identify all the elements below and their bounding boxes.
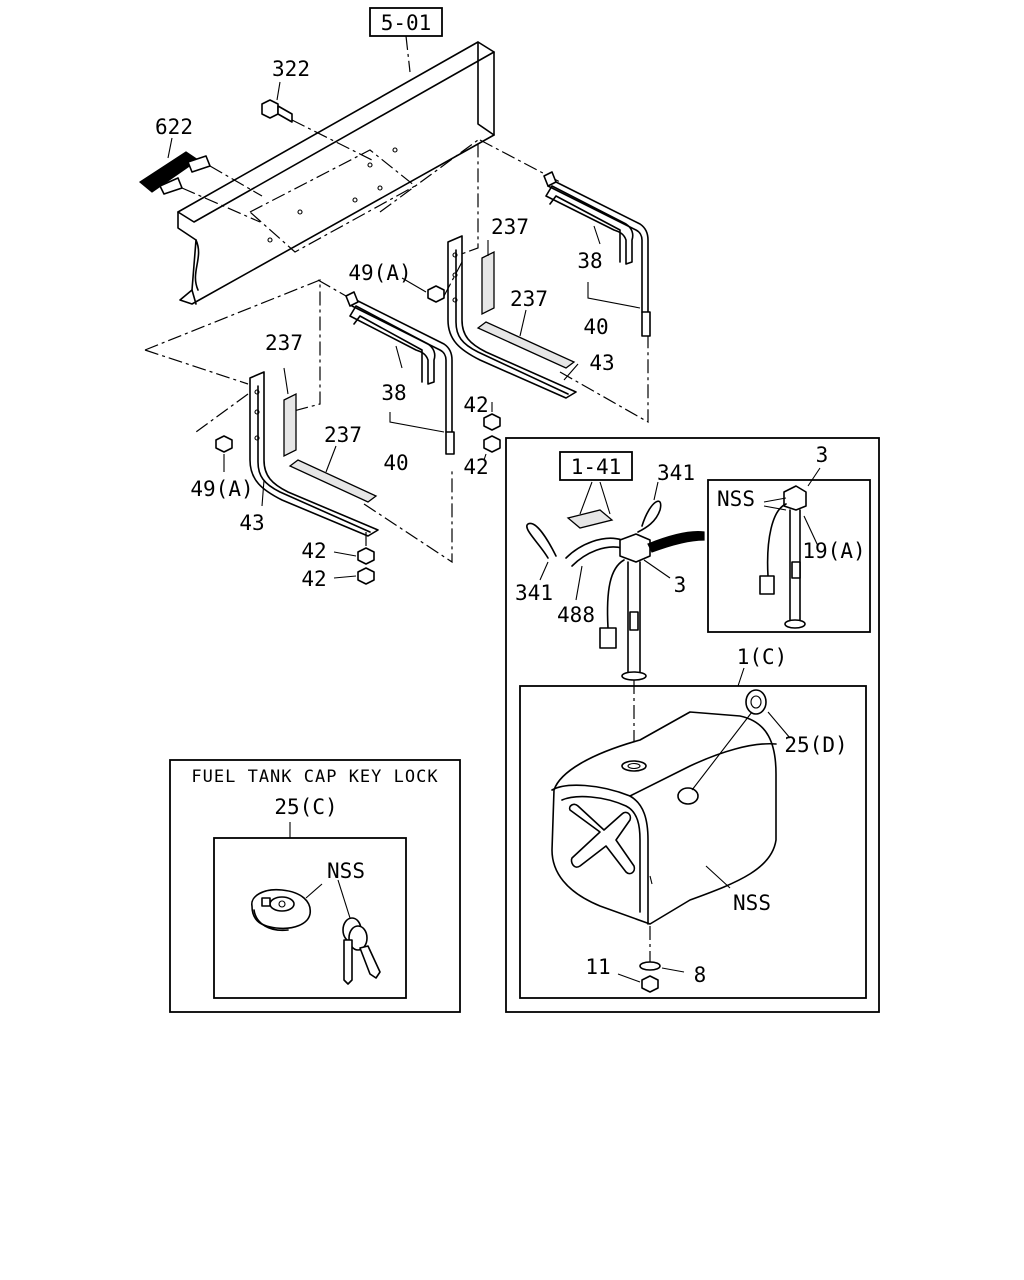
label-nss-keys: NSS <box>327 859 365 883</box>
label-237-right-vertical: 237 <box>491 215 529 239</box>
label-237-right-horizontal: 237 <box>510 287 548 311</box>
label-42-right-bottom: 42 <box>463 455 488 479</box>
label-11: 11 <box>585 955 610 979</box>
label-38-right: 38 <box>577 249 602 273</box>
frame-rail <box>177 41 495 305</box>
label-42-left-top: 42 <box>301 539 326 563</box>
label-341-top: 341 <box>657 461 695 485</box>
label-488: 488 <box>557 603 595 627</box>
label-42-left-bottom: 42 <box>301 567 326 591</box>
ref-harness-label: 1-41 <box>571 455 622 479</box>
label-25c: 25(C) <box>274 795 337 819</box>
label-49a-left: 49(A) <box>190 477 253 501</box>
reference-box-5-01: 5-01 <box>369 7 443 73</box>
label-49a-right: 49(A) <box>348 261 411 285</box>
label-237-left-horizontal: 237 <box>324 423 362 447</box>
plate-622: 622 <box>138 115 263 223</box>
sender-detail-box <box>707 479 871 633</box>
label-nss-tank: NSS <box>733 891 771 915</box>
rail-mounting-outline <box>248 147 417 253</box>
label-3-detail: 3 <box>816 443 829 467</box>
label-43-left: 43 <box>239 511 264 535</box>
key-lock-panel-title: FUEL TANK CAP KEY LOCK <box>191 767 438 787</box>
label-40-right: 40 <box>583 315 608 339</box>
reference-box-1-41 <box>559 451 633 481</box>
label-1c: 1(C) <box>737 645 788 669</box>
bolt-322: 322 <box>261 57 373 161</box>
label-341-left: 341 <box>515 581 553 605</box>
label-nss-detail: NSS <box>717 487 755 511</box>
label-42-right-top: 42 <box>463 393 488 417</box>
label-25d: 25(D) <box>784 733 847 757</box>
label-622: 622 <box>155 115 193 139</box>
label-237-left-vertical: 237 <box>265 331 303 355</box>
tank-panel: 1-41 341 341 488 3 3 <box>505 437 880 1013</box>
label-8: 8 <box>694 963 707 987</box>
key-lock-panel: FUEL TANK CAP KEY LOCK 25(C) NSS <box>169 759 461 1013</box>
ref-frame-label: 5-01 <box>381 11 432 35</box>
left-bracket-assembly: 237 237 38 40 49(A) 43 42 42 <box>144 279 455 591</box>
right-bracket-assembly: 237 237 38 40 43 49(A) 42 42 <box>348 138 651 479</box>
label-38-left: 38 <box>381 381 406 405</box>
label-43-right: 43 <box>589 351 614 375</box>
label-322: 322 <box>272 57 310 81</box>
label-3-main: 3 <box>674 573 687 597</box>
label-40-left: 40 <box>383 451 408 475</box>
tank-box <box>519 685 867 999</box>
label-19a: 19(A) <box>802 539 865 563</box>
